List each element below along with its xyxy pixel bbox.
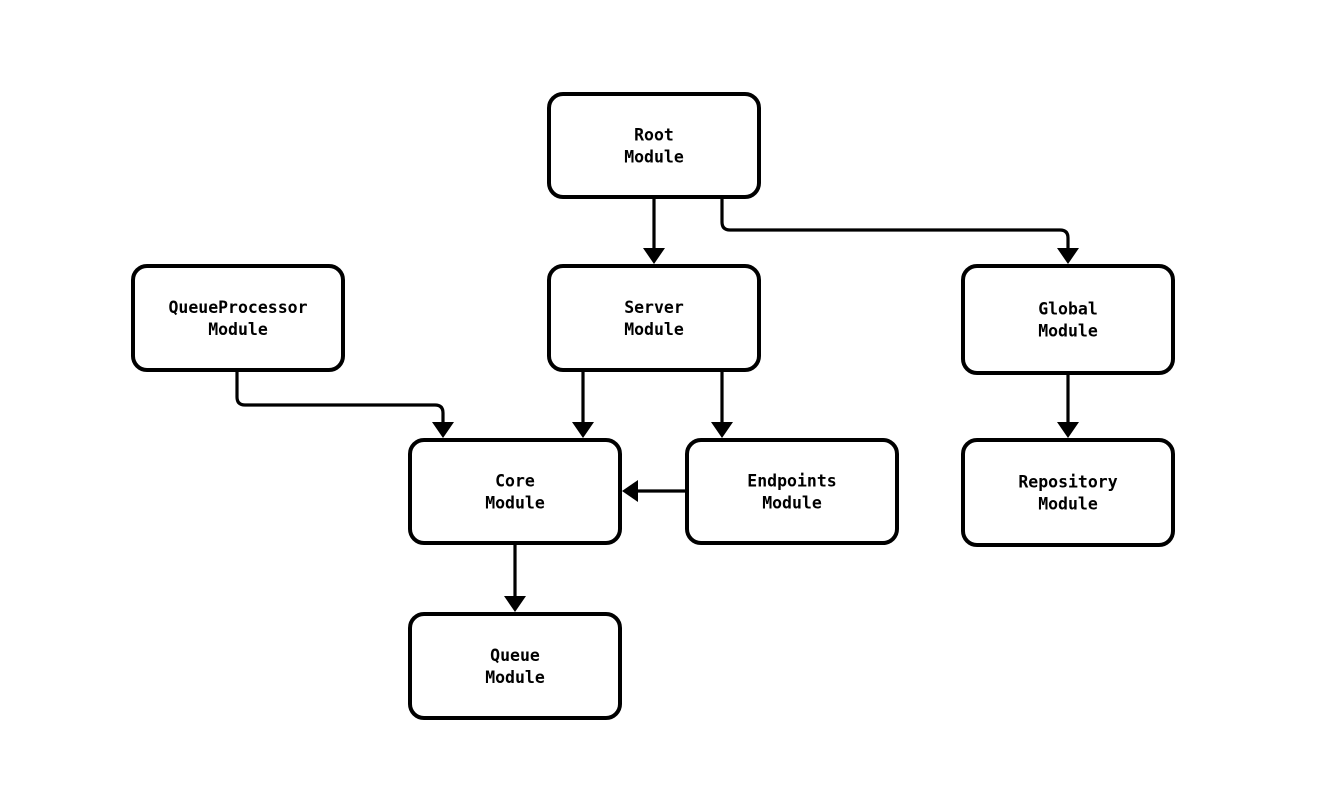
node-shape <box>408 612 622 720</box>
node-label-line2: Module <box>624 147 684 166</box>
node-label-line2: Module <box>1038 494 1098 513</box>
node-label-line1: Endpoints <box>747 471 836 490</box>
node-label-line2: Module <box>485 668 545 687</box>
node-shape <box>131 264 345 372</box>
edge-core-to-queue <box>504 543 526 612</box>
arrowhead-icon <box>1057 248 1079 264</box>
node-label-line1: QueueProcessor <box>168 298 307 317</box>
node-shape <box>961 438 1175 547</box>
node-label-line2: Module <box>485 493 545 512</box>
node-label-line1: Core <box>495 471 535 490</box>
node-label-line1: Queue <box>490 646 540 665</box>
node-shape <box>547 92 761 199</box>
edge-line <box>720 197 1070 250</box>
node-label-line2: Module <box>762 493 822 512</box>
edge-server-to-endpoints <box>711 370 733 438</box>
node-label-line1: Server <box>624 298 684 317</box>
node-shape <box>685 438 899 545</box>
edge-server-to-core <box>572 370 594 438</box>
arrowhead-icon <box>1057 422 1079 438</box>
node-shape <box>961 264 1175 375</box>
edge-global-to-repository <box>1057 373 1079 438</box>
node-label-line2: Module <box>1038 321 1098 340</box>
arrowhead-icon <box>432 422 454 438</box>
node-label-line1: Global <box>1038 299 1098 318</box>
arrowhead-icon <box>711 422 733 438</box>
edges-layer <box>235 197 1079 612</box>
node-label-line2: Module <box>624 320 684 339</box>
arrowhead-icon <box>504 596 526 612</box>
edge-line <box>235 370 445 424</box>
node-label-line2: Module <box>208 320 268 339</box>
edge-root-to-server <box>643 197 665 264</box>
node-shape <box>408 438 622 545</box>
edge-endpoints-to-core <box>622 480 687 502</box>
arrowhead-icon <box>622 480 638 502</box>
arrowhead-icon <box>643 248 665 264</box>
arrowhead-icon <box>572 422 594 438</box>
edge-root-to-global <box>720 197 1079 264</box>
node-label-line1: Root <box>634 125 674 144</box>
node-label-line1: Repository <box>1018 472 1117 491</box>
node-shape <box>547 264 761 372</box>
edge-queueprocessor-to-core <box>235 370 454 438</box>
